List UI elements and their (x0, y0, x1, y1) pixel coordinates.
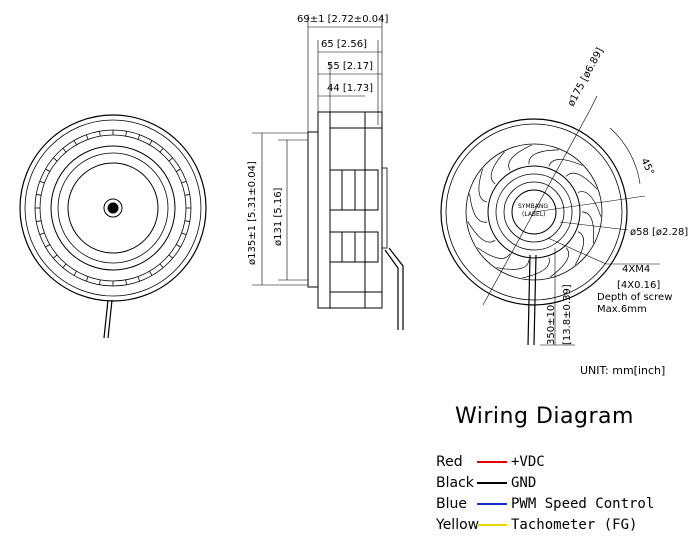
front-view (19, 114, 207, 339)
wire-function: Tachometer (FG) (511, 517, 638, 533)
wire-row-blue: Blue PWM Speed Control (436, 494, 654, 514)
dim-65: 65 [2.56] (321, 39, 367, 50)
rim-tick (149, 140, 153, 145)
impeller-blade (478, 168, 488, 203)
wire-swatch (477, 482, 507, 484)
dim-58: ø58 [ø2.28] (630, 227, 688, 238)
wire-color-name: Black (436, 475, 474, 491)
rim-tick (62, 147, 67, 153)
side-view (252, 14, 404, 330)
rim-tick (125, 131, 127, 137)
wire-swatch (477, 503, 507, 505)
rim-tick (149, 271, 153, 276)
front-view-ticks (35, 130, 191, 286)
dim-screw: 4XM4 (622, 264, 650, 275)
impeller-blade (574, 231, 584, 265)
wire-function: +VDC (511, 454, 545, 470)
rim-tick (39, 232, 45, 236)
impeller-blade (565, 172, 598, 190)
dim-lead-inch: [13.8±0.39] (562, 284, 573, 345)
back-view-blades (467, 144, 602, 279)
rim-tick (176, 168, 181, 172)
wire-row-yellow: Yellow Tachometer (FG) (436, 515, 637, 535)
rim-tick (85, 134, 89, 140)
rim-tick (99, 131, 101, 137)
impeller-blade (469, 193, 488, 223)
rim-tick (39, 180, 45, 184)
rim-tick (73, 271, 77, 276)
dim-depth-2: Max.6mm (597, 304, 647, 315)
dim-131: ø131 [5.16] (273, 187, 284, 246)
rim-tick (99, 279, 101, 285)
dim-55: 55 [2.17] (327, 61, 373, 72)
rim-tick (36, 194, 42, 196)
wire-swatch (477, 524, 507, 526)
impeller-blade (549, 247, 569, 278)
label-text-1: SYMBANG (518, 203, 548, 210)
impeller-blade (490, 151, 505, 185)
rim-tick (159, 263, 164, 269)
wire-row-black: Black GND (436, 473, 536, 493)
wire-color-name: Yellow (436, 517, 480, 533)
rim-tick (159, 147, 164, 153)
rim-tick (181, 180, 187, 184)
wire-function: PWM Speed Control (511, 496, 655, 512)
dim-depth-1: Depth of screw (597, 292, 672, 303)
impeller-blade (548, 159, 583, 167)
rim-tick (73, 140, 77, 145)
unit-note: UNIT: mm[inch] (580, 364, 666, 377)
wire-swatch (477, 461, 507, 463)
rim-tick (52, 254, 58, 259)
rim-tick (168, 254, 174, 259)
rim-tick (181, 232, 187, 236)
impeller-blade (581, 211, 594, 244)
rim-tick (36, 220, 42, 222)
impeller-blade (476, 247, 511, 259)
rim-tick (45, 244, 50, 248)
rim-tick (137, 276, 141, 282)
rim-tick (85, 276, 89, 282)
wiring-diagram-title: Wiring Diagram (455, 404, 634, 429)
impeller-blade (467, 221, 496, 243)
dim-angle-45: 45° (638, 157, 655, 178)
dim-135: ø135±1 [5.31±0.04] (247, 161, 258, 265)
label-text-2: (LABEL) (522, 211, 546, 218)
wire-color-name: Red (436, 454, 463, 470)
dim-69: 69±1 [2.72±0.04] (297, 14, 388, 25)
impeller-blade (577, 191, 602, 217)
impeller-blade (496, 259, 530, 270)
dim-175: ø175 [ø6.89] (566, 46, 606, 108)
rim-tick (45, 168, 50, 172)
wire-row-red: Red +VDC (436, 452, 545, 472)
rim-tick (52, 157, 58, 162)
impeller-blade (528, 149, 560, 165)
wire-function: GND (511, 475, 537, 491)
rim-tick (137, 134, 141, 140)
wire-color-name: Blue (436, 496, 467, 512)
rim-tick (184, 220, 190, 222)
rim-tick (184, 194, 190, 196)
impeller-blade (522, 257, 550, 279)
dim-44: 44 [1.73] (327, 83, 373, 94)
rim-tick (62, 263, 67, 269)
back-view (440, 95, 660, 346)
rim-tick (168, 157, 174, 162)
dim-lead: 350±10 (546, 305, 557, 345)
dim-screw-inch: [4X0.16] (617, 280, 660, 291)
impeller-blade (508, 144, 532, 171)
rim-tick (125, 279, 127, 285)
rim-tick (176, 244, 181, 248)
